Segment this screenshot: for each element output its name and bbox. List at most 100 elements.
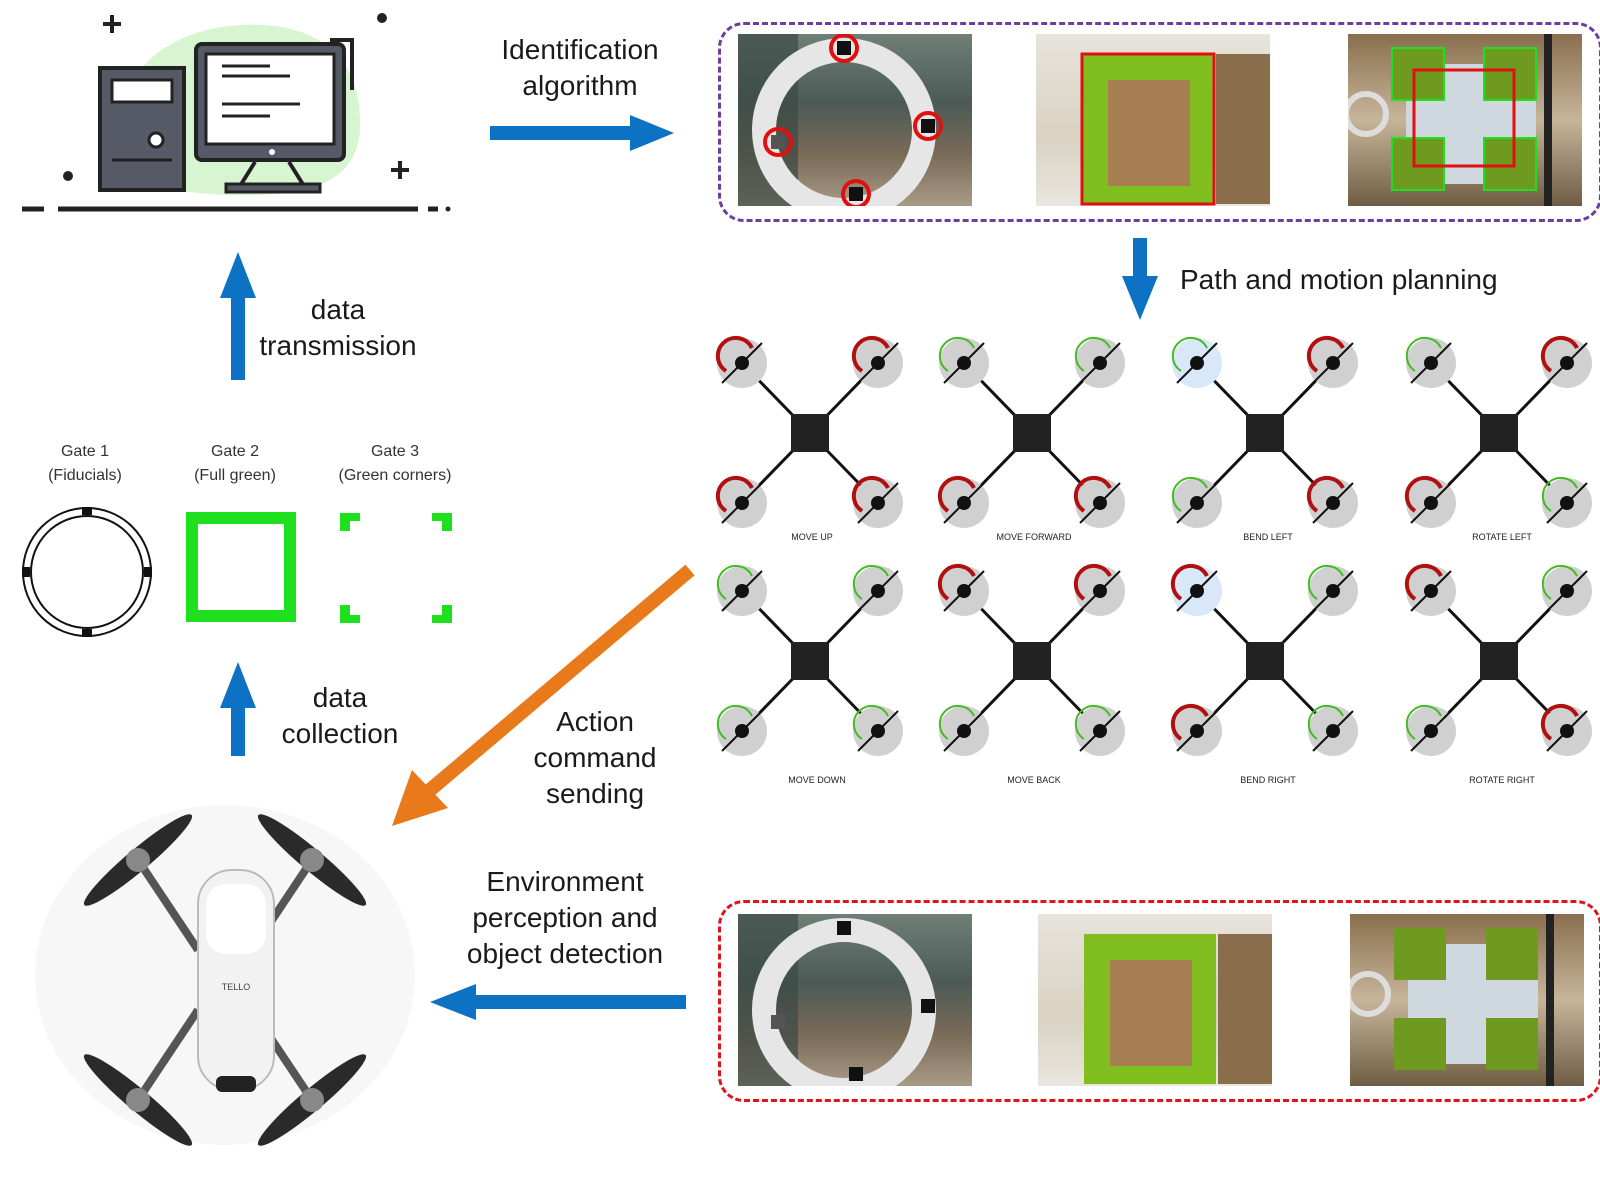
environment-perception-label: Environment perception and object detect… [466, 866, 664, 969]
move-label-down: MOVE DOWN [788, 775, 846, 785]
rotor-hub [1424, 496, 1438, 510]
rotor-hub [1560, 584, 1574, 598]
rotor-direction-arrow [938, 336, 975, 372]
rotor-direction-arrow [1074, 704, 1111, 740]
rotor-direction-arrow [1541, 564, 1578, 600]
rotor-hub [871, 356, 885, 370]
quad-body [1480, 414, 1518, 452]
rotor-direction-arrow [1405, 336, 1442, 372]
data-collection-label: data collection [281, 682, 399, 749]
rotor-direction-arrow [1404, 475, 1443, 513]
rotor-hub [735, 724, 749, 738]
move-label-back: MOVE BACK [1007, 775, 1061, 785]
rotor-hub [1560, 356, 1574, 370]
rotor-hub [1093, 724, 1107, 738]
rotor-direction-arrow [1405, 704, 1442, 740]
rotor-hub [1093, 356, 1107, 370]
arrow-down-path-planning [1122, 238, 1158, 320]
rotor-direction-arrow [852, 564, 889, 600]
rotor-direction-arrow [851, 335, 890, 373]
tello-brand-label: TELLO [221, 982, 251, 992]
rotor-hub [1560, 724, 1574, 738]
tello-drone-image [35, 805, 415, 1146]
rotor-direction-arrow [852, 704, 889, 740]
rotor-direction-arrow [1404, 563, 1443, 601]
photo-gate2-identified [1036, 34, 1270, 206]
rotor-direction-arrow [715, 475, 754, 513]
rotor-hub [735, 356, 749, 370]
rotor-direction-arrow [851, 475, 890, 513]
rotor-hub [1190, 724, 1204, 738]
move-label-rotate-right: ROTATE RIGHT [1469, 775, 1535, 785]
rotor-direction-arrow [1541, 476, 1578, 512]
quad-body [1013, 642, 1051, 680]
rotor-direction-arrow [1540, 335, 1579, 373]
rotor-hub [871, 496, 885, 510]
rotor-hub [735, 584, 749, 598]
rotor-direction-arrow [1306, 475, 1345, 513]
photo-gate3-identified [1348, 34, 1582, 206]
photo-gate3-raw [1350, 914, 1584, 1086]
rotor-direction-arrow [716, 564, 753, 600]
rotor-direction-arrow [1170, 563, 1209, 601]
move-label-bend-right: BEND RIGHT [1240, 775, 1296, 785]
rotor-hub [1326, 496, 1340, 510]
gate-1-fiducial-ring [22, 507, 152, 637]
rotor-hub [1424, 356, 1438, 370]
rotor-hub [871, 584, 885, 598]
arrow-up-data-collection [220, 662, 256, 756]
move-label-bend-left: BEND LEFT [1243, 532, 1293, 542]
quad-body [1013, 414, 1051, 452]
rotor-direction-arrow [1307, 564, 1344, 600]
rotor-direction-arrow [1073, 475, 1112, 513]
rotor-direction-arrow [937, 475, 976, 513]
arrow-up-data-transmission [220, 252, 256, 380]
rotor-hub [1190, 496, 1204, 510]
rotor-hub [1326, 584, 1340, 598]
rotor-direction-arrow [715, 335, 754, 373]
rotor-hub [735, 496, 749, 510]
move-label-up: MOVE UP [791, 532, 833, 542]
quad-body [1246, 414, 1284, 452]
rotor-direction-arrow [1073, 563, 1112, 601]
quad-body [1480, 642, 1518, 680]
rotor-hub [1424, 724, 1438, 738]
rotor-direction-arrow [938, 704, 975, 740]
rotor-hub [957, 496, 971, 510]
rotor-hub [957, 724, 971, 738]
rotor-direction-arrow [1170, 703, 1209, 741]
rotor-hub [1326, 356, 1340, 370]
rotor-hub [871, 724, 885, 738]
path-planning-label: Path and motion planning [1180, 264, 1498, 295]
rotor-direction-arrow [1307, 704, 1344, 740]
gate-3-title: Gate 3 (Green corners) [338, 443, 452, 484]
rotor-hub [1190, 356, 1204, 370]
gate-1-title: Gate 1 (Fiducials) [48, 443, 122, 484]
photo-gate1-identified [738, 34, 972, 206]
photo-gate2-raw [1038, 914, 1272, 1086]
arrow-left-environment [430, 984, 686, 1020]
rotor-hub [957, 356, 971, 370]
rotor-hub [1560, 496, 1574, 510]
action-command-label: Action command sending [533, 706, 657, 809]
computer-icon [22, 13, 451, 212]
rotor-direction-arrow [937, 563, 976, 601]
gate-2-title: Gate 2 (Full green) [194, 443, 276, 484]
gate-2-full-green [186, 512, 296, 622]
gate-3-green-corners [340, 513, 452, 623]
move-label-rotate-left: ROTATE LEFT [1472, 532, 1532, 542]
quad-body [1246, 642, 1284, 680]
rotor-hub [1190, 584, 1204, 598]
quad-body [791, 414, 829, 452]
move-label-forward: MOVE FORWARD [996, 532, 1072, 542]
rotor-hub [1093, 584, 1107, 598]
rotor-direction-arrow [1074, 336, 1111, 372]
rotor-direction-arrow [1171, 336, 1208, 372]
identification-algorithm-label: Identification algorithm [501, 34, 659, 101]
rotor-hub [1424, 584, 1438, 598]
arrow-right-identification [490, 115, 674, 151]
quad-body [791, 642, 829, 680]
rotor-hub [1326, 724, 1340, 738]
